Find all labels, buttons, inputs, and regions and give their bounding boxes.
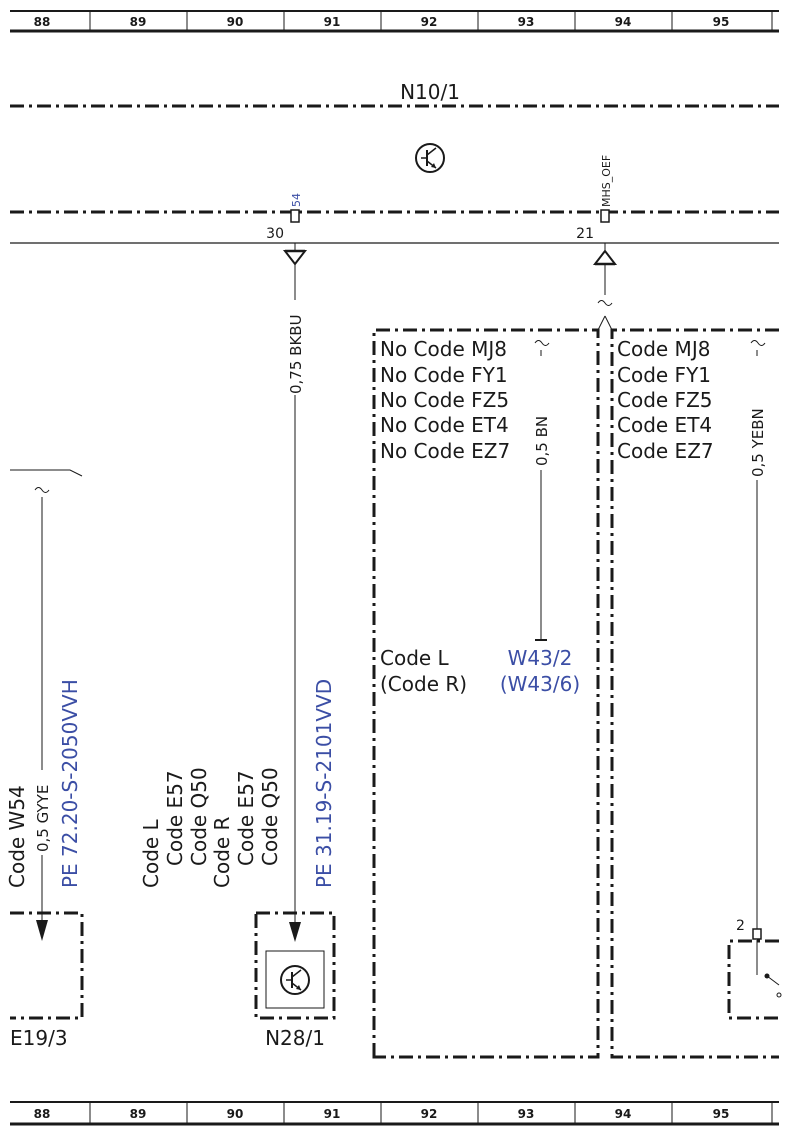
vcode-3: Code Q50 [187,767,211,866]
e19-3-component: E19/3 Code W54 0,5 GYYE PE 72.20-S-2050V… [5,469,84,1050]
n10-1-label: N10/1 [400,80,460,104]
left-code-l: Code L [380,646,450,670]
e19-3-label: E19/3 [10,1026,68,1050]
ruler-bottom-91: 91 [324,1107,341,1121]
wire-bn-label: 0,5 BN [533,416,551,466]
right-code-4: Code ET4 [617,413,712,437]
n28-1-component: N28/1 [254,911,336,1050]
ruler-top-88: 88 [34,15,51,29]
n10-1-box: N10/1 [10,80,779,244]
n28-1-label: N28/1 [265,1026,325,1050]
pin-30-connector: 54 [290,193,303,207]
right-code-1: Code MJ8 [617,337,710,361]
left-ref-w43-2[interactable]: W43/2 [508,646,573,670]
code-w54-label: Code W54 [5,785,29,888]
left-code-3: No Code FZ5 [380,388,509,412]
wire-yebn-label: 0,5 YEBN [749,408,767,477]
left-code-5: No Code EZ7 [380,439,510,463]
ruler-bottom-90: 90 [227,1107,244,1121]
right-code-5: Code EZ7 [617,439,714,463]
code-box-left: No Code MJ8 No Code FY1 No Code FZ5 No C… [372,315,613,1059]
ruler-bottom-93: 93 [518,1107,535,1121]
component-right: 2 [727,918,782,1020]
left-ref-w43-6[interactable]: (W43/6) [500,672,580,696]
ruler-bottom-88: 88 [34,1107,51,1121]
right-code-2: Code FY1 [617,363,711,387]
ruler-top-90: 90 [227,15,244,29]
ruler-top-94: 94 [615,15,632,29]
ruler-top-89: 89 [130,15,147,29]
wire-bkbu-label: 0,75 BKBU [287,314,305,394]
ruler-bottom-89: 89 [130,1107,147,1121]
pin-2-number: 2 [736,918,745,934]
ruler-top-95: 95 [713,15,730,29]
vcode-2: Code E57 [163,770,187,866]
pin-21: 21 MHS_OEF [576,155,618,266]
ruler-bottom-94: 94 [615,1107,632,1121]
code-box-right: Code MJ8 Code FY1 Code FZ5 Code ET4 Code… [610,328,779,1059]
vcode-4: Code R [210,816,234,888]
top-ruler: 88 89 90 91 92 93 94 95 [10,10,779,33]
pin-21-connector: MHS_OEF [600,155,613,207]
wire-pin21 [597,243,613,306]
pe-n28-link[interactable]: PE 31.19-S-2101VVD [312,679,336,888]
wire-gyye-label: 0,5 GYYE [34,785,52,852]
left-code-2: No Code FY1 [380,363,508,387]
left-code-4: No Code ET4 [380,413,509,437]
ruler-top-91: 91 [324,15,341,29]
ruler-top-92: 92 [421,15,438,29]
vcode-6: Code Q50 [258,767,282,866]
left-code-r: (Code R) [380,672,467,696]
ruler-bottom-92: 92 [421,1107,438,1121]
bottom-ruler: 88 89 90 91 92 93 94 95 [10,1101,779,1126]
pe-e19-link[interactable]: PE 72.20-S-2050VVH [58,679,82,888]
transistor-icon [415,143,445,173]
pin-30-number: 30 [266,226,284,242]
vertical-code-columns: Code L Code E57 Code Q50 Code R Code E57… [139,679,336,888]
ruler-bottom-95: 95 [713,1107,730,1121]
ruler-top-93: 93 [518,15,535,29]
vcode-5: Code E57 [234,770,258,866]
vcode-1: Code L [139,818,163,888]
pin-30: 30 54 [266,193,308,266]
n28-transistor-icon [280,965,310,995]
right-code-3: Code FZ5 [617,388,713,412]
left-code-1: No Code MJ8 [380,337,507,361]
pin-21-number: 21 [576,226,594,242]
wire-bkbu: 0,75 BKBU [287,243,305,942]
